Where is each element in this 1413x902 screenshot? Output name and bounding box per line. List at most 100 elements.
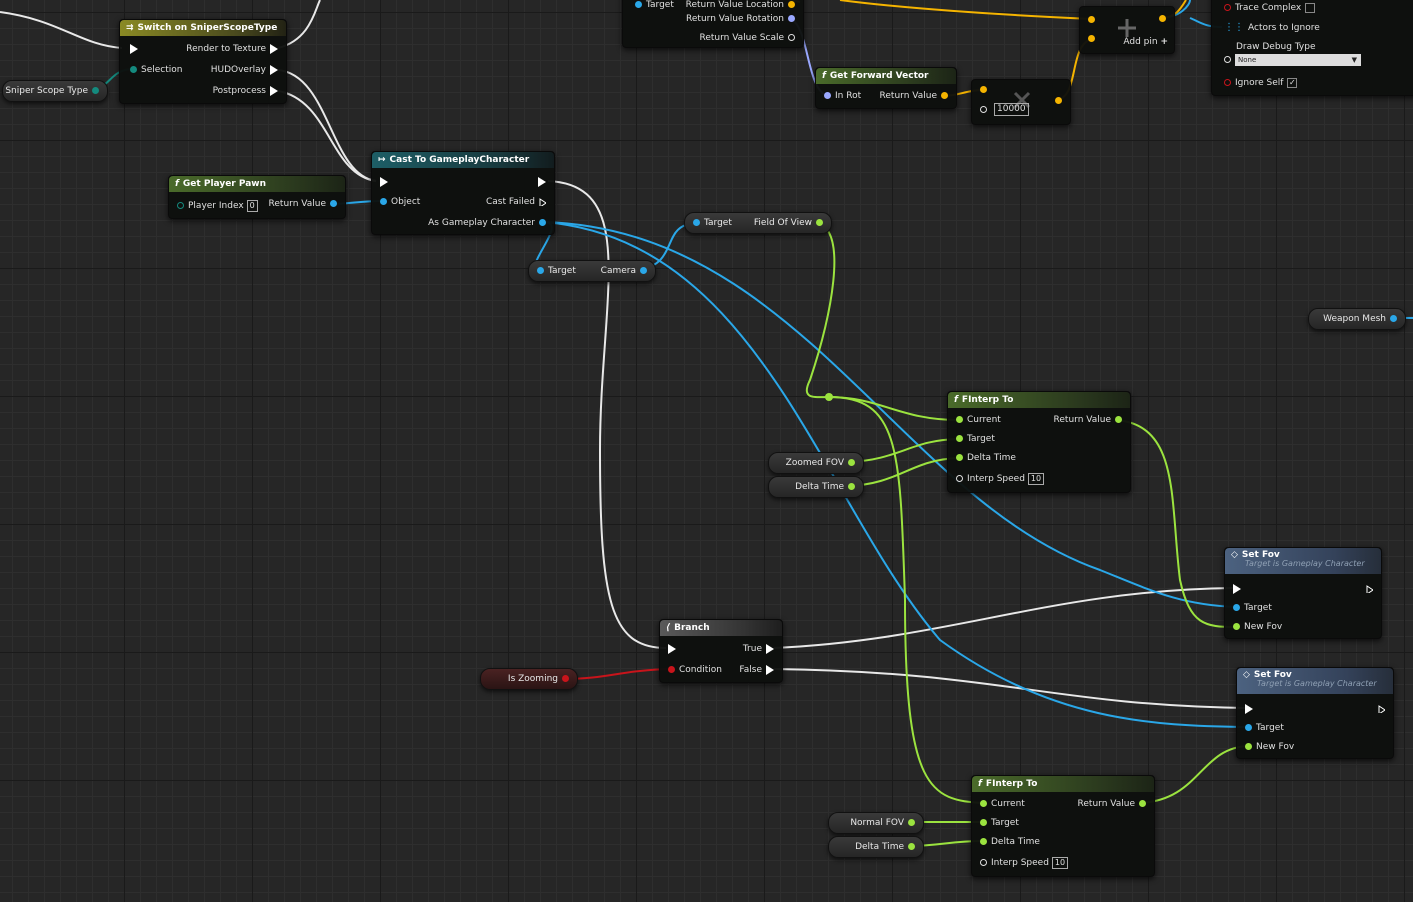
target-pin[interactable] [956, 435, 963, 442]
new-fov-2-label: New Fov [1256, 742, 1295, 752]
normal-fov-pin[interactable] [908, 819, 915, 826]
selection-pin[interactable] [130, 66, 137, 73]
set-fov-2-exec-out-pin[interactable] [1378, 704, 1385, 713]
return-value-pin[interactable] [330, 200, 337, 207]
add-pin-button[interactable]: Add pin + [1123, 35, 1168, 49]
switch-on-sniper-scope-node[interactable]: ⇉Switch on SniperScopeType Selection Ren… [119, 19, 287, 104]
current-pin[interactable] [956, 416, 963, 423]
location-pin[interactable] [788, 1, 795, 8]
finterp-zoom-title: FInterp To [961, 395, 1014, 405]
trace-complex-checkbox[interactable] [1305, 2, 1316, 13]
multiply-a-pin[interactable] [980, 86, 987, 93]
float-wire [847, 438, 959, 463]
true-pin[interactable] [766, 643, 774, 654]
finterp-return-pin[interactable] [1139, 800, 1146, 807]
multiply-out-pin[interactable] [1055, 97, 1062, 104]
add-node[interactable]: Add pin + [1079, 6, 1175, 54]
weapon-mesh-var[interactable]: Weapon Mesh [1308, 308, 1406, 330]
forward-return-pin[interactable] [941, 92, 948, 99]
field-of-view-pin[interactable] [816, 219, 823, 226]
add-a-pin[interactable] [1088, 16, 1095, 23]
in-rot-pin[interactable] [824, 92, 831, 99]
delta-time-var[interactable]: Delta Time [768, 476, 864, 498]
cast-failed-pin[interactable] [539, 197, 546, 206]
false-pin[interactable] [766, 664, 774, 675]
normal-fov-var[interactable]: Normal FOV [828, 812, 924, 834]
is-zooming-label: Is Zooming [507, 674, 558, 684]
object-pin[interactable] [380, 198, 387, 205]
scale-pin[interactable] [788, 34, 795, 41]
zoomed-fov-var[interactable]: Zoomed FOV [768, 452, 864, 474]
delta-time-var-pin[interactable] [848, 483, 855, 490]
trace-complex-pin[interactable] [1224, 4, 1231, 11]
current-label: Current [967, 415, 1001, 425]
as-gameplay-character-pin[interactable] [539, 219, 546, 226]
add-out-pin[interactable] [1159, 15, 1166, 22]
branch-node[interactable]: ⟨Branch Condition True False [659, 619, 783, 683]
render-to-texture-pin[interactable] [270, 43, 278, 54]
weapon-mesh-pin[interactable] [1390, 315, 1397, 322]
draw-debug-pin[interactable] [1224, 56, 1231, 63]
normal-fov-label: Normal FOV [850, 818, 904, 828]
is-zooming-var[interactable]: Is Zooming [480, 668, 578, 690]
interp-speed-field[interactable]: 10 [1051, 856, 1069, 869]
cast-exec-out-pin[interactable] [538, 176, 546, 187]
draw-debug-dropdown[interactable]: None▼ [1235, 54, 1361, 66]
branch-exec-in-pin[interactable] [668, 643, 676, 654]
add-b-pin[interactable] [1088, 35, 1095, 42]
function-icon: f [175, 179, 179, 189]
cast-to-gameplay-character-node[interactable]: ↦Cast To GameplayCharacter Object Cast F… [371, 151, 555, 235]
set-fov-exec-in-pin[interactable] [1233, 583, 1241, 594]
postprocess-pin[interactable] [270, 85, 278, 96]
delta-time-var-2-pin[interactable] [908, 843, 915, 850]
sniper-scope-type-var[interactable]: Sniper Scope Type [2, 80, 108, 102]
cast-failed-label: Cast Failed [486, 197, 535, 207]
cast-exec-in-pin[interactable] [380, 176, 388, 187]
set-fov-exec-out-pin[interactable] [1366, 584, 1373, 593]
new-fov-2-pin[interactable] [1245, 743, 1252, 750]
field-of-view-getter-node[interactable]: Target Field Of View [684, 212, 832, 234]
interp-speed-pin[interactable] [980, 859, 987, 866]
delta-time-pin[interactable] [956, 454, 963, 461]
rotation-pin[interactable] [788, 15, 795, 22]
is-zooming-pin[interactable] [562, 675, 569, 682]
target-pin[interactable] [635, 1, 642, 8]
multiply-node[interactable]: 10000 [971, 79, 1071, 125]
set-fov-target-pin[interactable] [1233, 604, 1240, 611]
finterp-return-pin[interactable] [1115, 416, 1122, 423]
new-fov-pin[interactable] [1233, 623, 1240, 630]
hud-overlay-pin[interactable] [270, 64, 278, 75]
ignore-self-checkbox[interactable]: ✓ [1287, 77, 1298, 88]
current-pin[interactable] [980, 800, 987, 807]
multiply-b-pin[interactable] [980, 106, 987, 113]
delta-time-pin[interactable] [980, 838, 987, 845]
exec-in-pin[interactable] [130, 43, 138, 54]
fov-target-pin[interactable] [693, 219, 700, 226]
zoomed-fov-pin[interactable] [848, 459, 855, 466]
target-pin[interactable] [980, 819, 987, 826]
line-trace-node[interactable]: Trace Complex ⋮⋮Actors to Ignore Draw De… [1211, 0, 1413, 96]
set-fov-2-exec-in-pin[interactable] [1245, 703, 1253, 714]
set-fov-2-target-pin[interactable] [1245, 724, 1252, 731]
player-index-pin[interactable] [177, 202, 184, 209]
camera-pin[interactable] [640, 267, 647, 274]
camera-getter-node[interactable]: Target Camera [528, 260, 656, 282]
interp-speed-pin[interactable] [956, 475, 963, 482]
delta-time-var-2[interactable]: Delta Time [828, 836, 924, 858]
exec-wire [277, 69, 377, 182]
condition-pin[interactable] [668, 666, 675, 673]
interp-speed-field[interactable]: 10 [1027, 472, 1045, 485]
ignore-self-pin[interactable] [1224, 79, 1231, 86]
sniper-scope-type-pin[interactable] [92, 87, 99, 94]
player-index-field[interactable]: 0 [246, 199, 258, 212]
transform-break-node[interactable]: Target Return Value Location Return Valu… [622, 0, 804, 48]
reroute-knot[interactable] [824, 392, 834, 402]
multiply-value-field[interactable]: 10000 [994, 103, 1029, 116]
camera-target-pin[interactable] [537, 267, 544, 274]
